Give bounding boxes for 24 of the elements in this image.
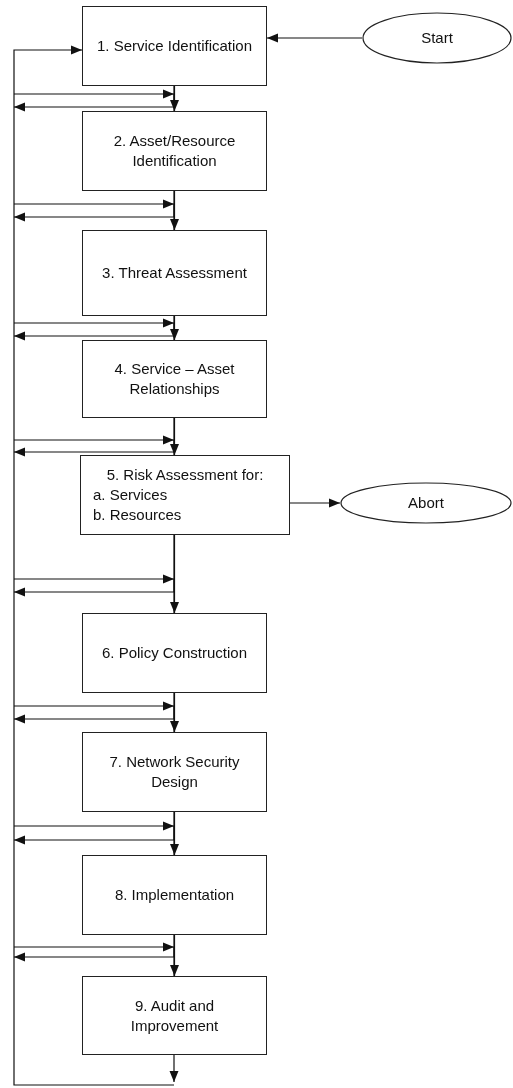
list-item: b. Resources (92, 505, 183, 525)
terminal-ellipse (362, 12, 512, 64)
process-box (82, 732, 267, 812)
process-box (80, 455, 290, 535)
process-box (82, 6, 267, 86)
step-label: 1. Service Identification (95, 36, 254, 56)
step-label: Start (421, 28, 453, 48)
list-item: a. Services (92, 485, 169, 505)
step-label: 9. Audit and Improvement (129, 995, 220, 1036)
process-box (82, 976, 267, 1055)
step-label: 7. Network Security Design (108, 752, 241, 792)
step-label: 5. Risk Assessment for: (105, 465, 265, 485)
step-label: 8. Implementation (113, 885, 236, 905)
terminal-ellipse (340, 482, 512, 524)
process-box (82, 111, 267, 191)
step-label: 3. Threat Assessment (101, 263, 248, 283)
step-label: 2. Asset/Resource Identification (112, 131, 237, 171)
step-label: Abort (408, 493, 444, 513)
process-box (82, 340, 267, 418)
step-label: 6. Policy Construction (100, 643, 249, 663)
step-label: 4. Service – Asset Relationships (113, 359, 236, 399)
process-box (82, 613, 267, 693)
process-box (82, 230, 267, 316)
process-box (82, 855, 267, 935)
